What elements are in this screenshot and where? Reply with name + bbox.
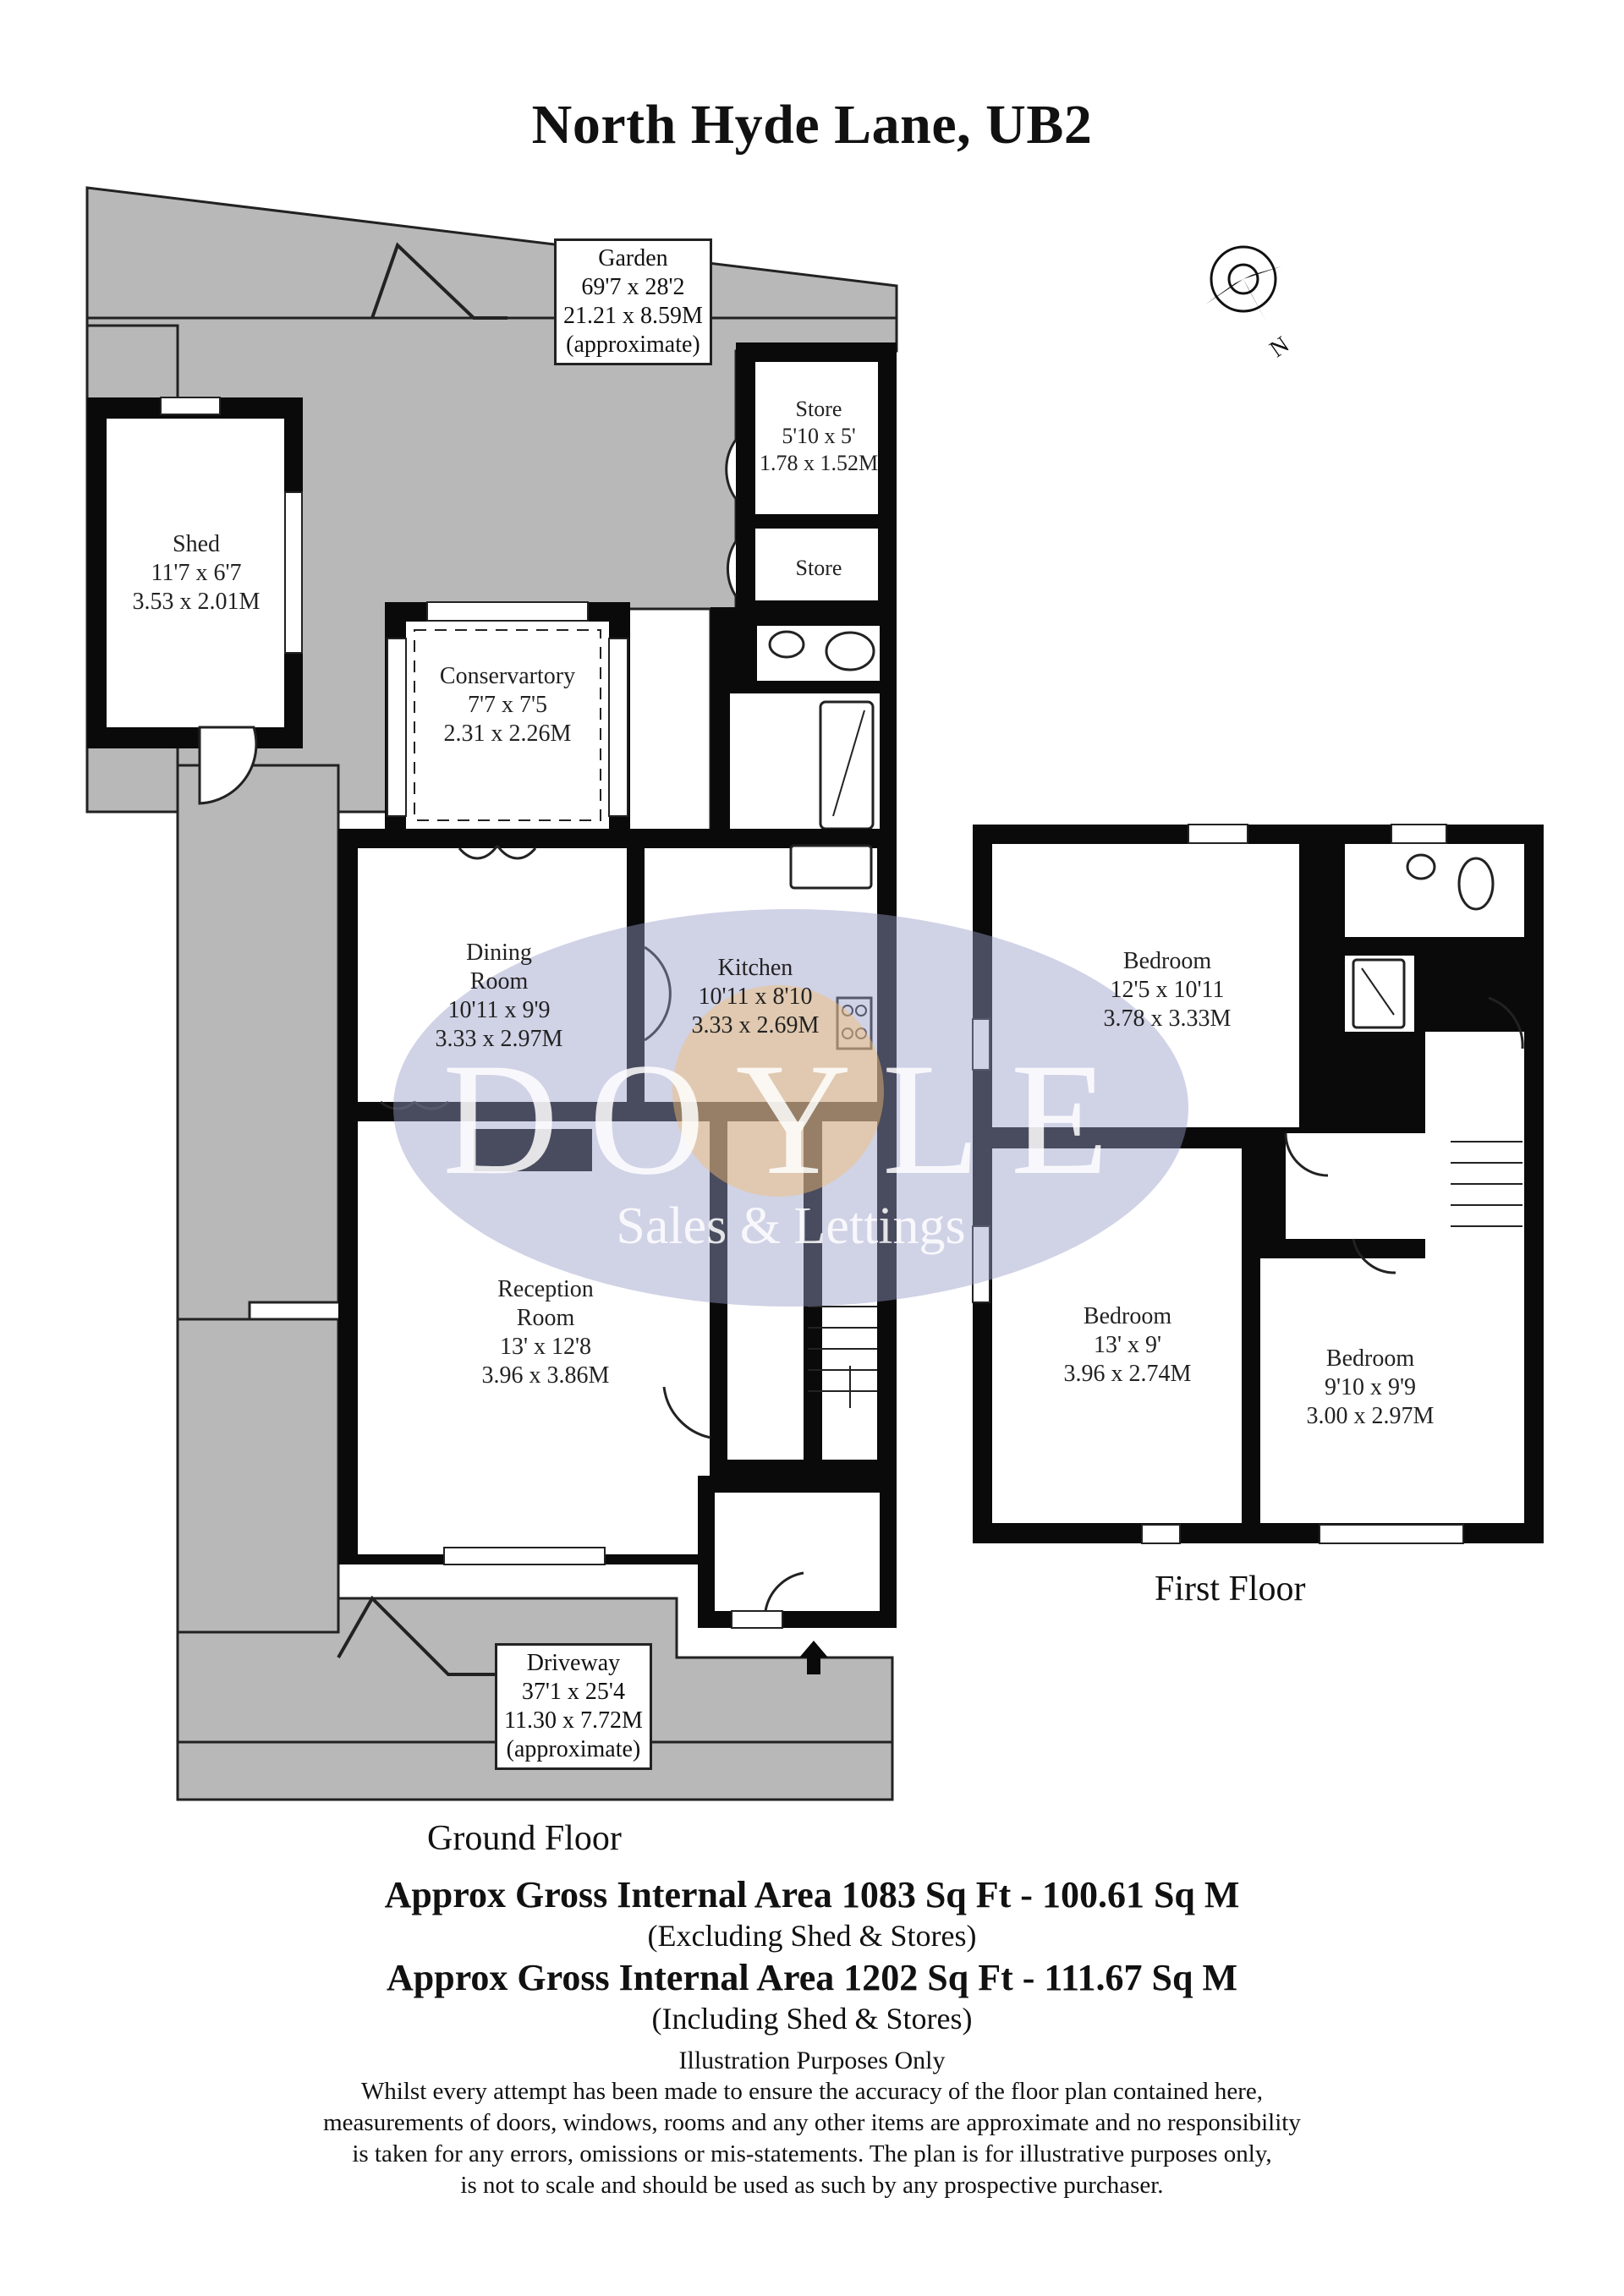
- disclaimer-line-2: measurements of doors, windows, rooms an…: [323, 2109, 1301, 2136]
- room-label-bedroom-2: Bedroom 13' x 9' 3.96 x 2.74M: [1064, 1302, 1192, 1389]
- ground-floor-label: Ground Floor: [427, 1819, 622, 1858]
- room-name-line2: Room: [516, 1305, 575, 1331]
- room-label-dining-room: Dining Room 10'11 x 9'9 3.33 x 2.97M: [436, 939, 563, 1054]
- disclaimer-line-3: is taken for any errors, omissions or mi…: [352, 2140, 1272, 2167]
- room-label-conservatory: Conservartory 7'7 x 7'5 2.31 x 2.26M: [440, 662, 575, 748]
- room-name: Kitchen: [717, 955, 793, 981]
- driveway-imperial: 37'1 x 25'4: [521, 1679, 625, 1705]
- room-imperial: 5'10 x 5': [782, 424, 856, 448]
- driveway-note: (approximate): [506, 1736, 641, 1762]
- room-label-store: Store 5'10 x 5' 1.78 x 1.52M: [760, 396, 878, 477]
- garden-name: Garden: [598, 245, 668, 271]
- room-label-reception-room: Reception Room 13' x 12'8 3.96 x 3.86M: [482, 1275, 610, 1390]
- room-metric: 2.31 x 2.26M: [443, 721, 572, 747]
- room-name-line2: Room: [469, 968, 529, 995]
- room-imperial: 10'11 x 8'10: [698, 984, 813, 1010]
- disclaimer-line-4: is not to scale and should be used as su…: [460, 2172, 1164, 2199]
- room-name: Shed: [173, 531, 220, 557]
- driveway-label: Driveway 37'1 x 25'4 11.30 x 7.72M (appr…: [495, 1643, 652, 1770]
- garden-note: (approximate): [566, 332, 700, 358]
- room-imperial: 7'7 x 7'5: [467, 692, 548, 718]
- conservatory-walls: [385, 601, 630, 835]
- room-name: Dining: [466, 940, 532, 966]
- room-metric: 3.96 x 3.86M: [481, 1362, 610, 1389]
- bathroom-walls: [710, 607, 897, 844]
- garden-imperial: 69'7 x 28'2: [581, 274, 685, 300]
- room-metric: 3.78 x 3.33M: [1103, 1006, 1232, 1032]
- room-metric: 3.96 x 2.74M: [1063, 1361, 1192, 1387]
- room-label-shed: Shed 11'7 x 6'7 3.53 x 2.01M: [133, 530, 261, 616]
- ground-floor-walls: [338, 829, 897, 1674]
- driveway-name: Driveway: [526, 1650, 621, 1676]
- area-including-note: (Including Shed & Stores): [651, 2002, 973, 2036]
- illustration-note: Illustration Purposes Only: [678, 2047, 946, 2074]
- side-passage: [176, 764, 340, 1744]
- room-name: Store: [795, 556, 842, 580]
- room-imperial: 9'10 x 9'9: [1324, 1374, 1417, 1400]
- room-metric: 3.53 x 2.01M: [132, 589, 261, 615]
- compass-rose-icon: [1205, 245, 1281, 321]
- garden-label: Garden 69'7 x 28'2 21.21 x 8.59M (approx…: [554, 238, 712, 365]
- room-metric: 1.78 x 1.52M: [759, 451, 879, 475]
- room-imperial: 12'5 x 10'11: [1110, 977, 1225, 1003]
- room-metric: 3.00 x 2.97M: [1306, 1403, 1435, 1429]
- room-metric: 3.33 x 2.97M: [435, 1026, 563, 1052]
- first-floor-walls: [972, 824, 1544, 1544]
- area-excluding-note: (Excluding Shed & Stores): [647, 1919, 977, 1953]
- room-label-bedroom-3: Bedroom 9'10 x 9'9 3.00 x 2.97M: [1307, 1345, 1435, 1431]
- room-name: Bedroom: [1122, 948, 1212, 974]
- stores-walls: [725, 342, 897, 613]
- room-name: Bedroom: [1325, 1345, 1415, 1372]
- room-name: Reception: [497, 1276, 594, 1302]
- room-name: Conservartory: [439, 663, 576, 689]
- page-title: North Hyde Lane, UB2: [531, 94, 1093, 156]
- area-excluding: Approx Gross Internal Area 1083 Sq Ft - …: [384, 1874, 1240, 1915]
- area-including: Approx Gross Internal Area 1202 Sq Ft - …: [386, 1957, 1237, 1998]
- room-imperial: 13' x 12'8: [499, 1334, 592, 1360]
- room-label-kitchen: Kitchen 10'11 x 8'10 3.33 x 2.69M: [692, 954, 820, 1040]
- room-name: Bedroom: [1083, 1303, 1172, 1329]
- room-label-store-2: Store: [796, 554, 842, 583]
- disclaimer-line-1: Whilst every attempt has been made to en…: [360, 2078, 1264, 2105]
- shed-walls: [87, 397, 303, 805]
- room-imperial: 11'7 x 6'7: [151, 560, 242, 586]
- room-name: Store: [795, 397, 842, 421]
- garden-metric: 21.21 x 8.59M: [563, 303, 703, 329]
- room-label-bedroom-1: Bedroom 12'5 x 10'11 3.78 x 3.33M: [1104, 947, 1232, 1033]
- room-imperial: 10'11 x 9'9: [447, 997, 551, 1023]
- first-floor-label: First Floor: [1155, 1570, 1306, 1608]
- room-imperial: 13' x 9': [1093, 1332, 1162, 1358]
- driveway-metric: 11.30 x 7.72M: [504, 1707, 643, 1734]
- room-metric: 3.33 x 2.69M: [691, 1012, 820, 1038]
